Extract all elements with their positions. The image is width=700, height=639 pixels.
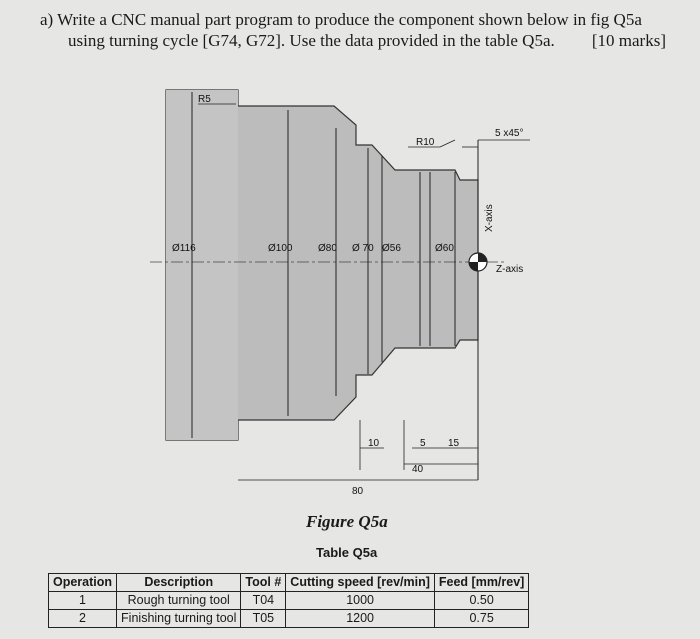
cell-operation: 1 [47,591,118,610]
label-chamfer: 5 x45° [495,128,523,139]
cell-description: Finishing turning tool [116,609,242,628]
label-d70: Ø 70 [352,243,374,254]
question-line-2: using turning cycle [G74, G72]. Use the … [68,31,555,50]
cell-speed: 1200 [285,609,435,628]
label-dim-10: 10 [368,438,380,449]
label-dim-80: 80 [352,486,364,497]
cell-speed: 1000 [285,591,435,610]
cell-tool: T05 [240,609,287,628]
header-tool: Tool # [240,573,287,592]
label-d80: Ø80 [318,243,337,254]
label-r10: R10 [416,137,435,148]
cell-operation: 2 [47,609,118,628]
question-line-1: a) Write a CNC manual part program to pr… [40,10,642,29]
table-header-row: Operation Description Tool # Cutting spe… [47,573,530,592]
label-z-axis: Z-axis [496,264,523,275]
label-d60: Ø60 [435,243,454,254]
header-operation: Operation [47,573,118,592]
marks-label: [10 marks] [591,31,666,50]
label-dim-15: 15 [448,438,460,449]
label-x-axis: X-axis [484,204,495,232]
operations-table: Operation Description Tool # Cutting spe… [47,573,530,628]
label-d116: Ø116 [172,243,196,254]
label-d56: Ø56 [382,243,401,254]
table-row: 1 Rough turning tool T04 1000 0.50 [47,591,530,610]
header-feed: Feed [mm/rev] [433,573,530,592]
header-speed: Cutting speed [rev/min] [285,573,435,592]
cell-description: Rough turning tool [116,591,242,610]
label-dim-40: 40 [412,464,424,475]
table-row: 2 Finishing turning tool T05 1200 0.75 [47,609,530,628]
cell-feed: 0.50 [433,591,530,610]
cell-feed: 0.75 [433,609,530,628]
figure-caption: Figure Q5a [306,512,388,531]
table-caption: Table Q5a [316,545,378,560]
label-dim-5: 5 [420,438,426,449]
diameter-lines [191,92,456,438]
cell-tool: T04 [240,591,287,610]
label-d100: Ø100 [268,243,293,254]
shoulder-region [166,90,238,440]
label-r5: R5 [198,94,211,105]
header-description: Description [116,573,242,592]
